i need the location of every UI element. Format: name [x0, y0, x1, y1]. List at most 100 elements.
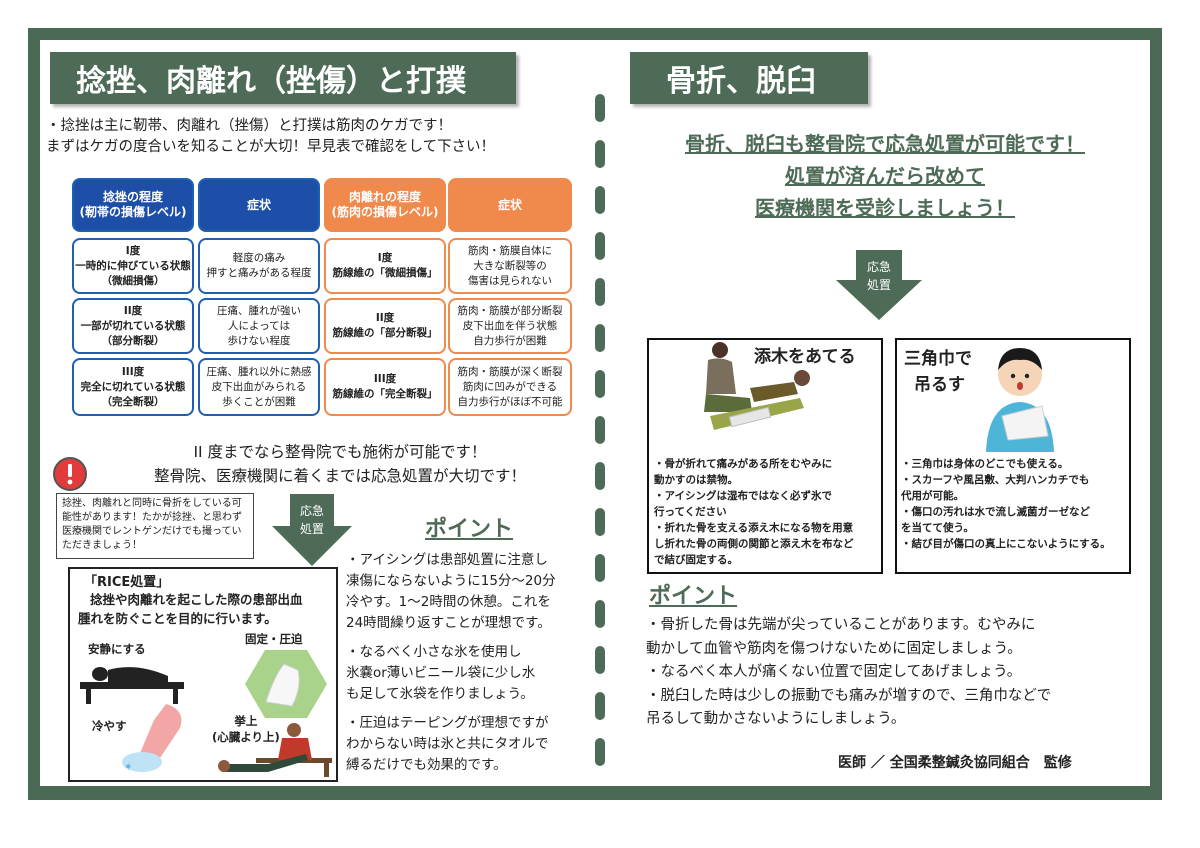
card-text-line: 吊るして動かさないようにしましょう。 — [646, 711, 906, 727]
table-cell: 筋肉・筋膜自体に大きな断裂等の傷害は見られない — [448, 238, 572, 294]
warning-icon — [53, 457, 87, 491]
table-cell: 筋肉・筋膜が部分断裂皮下出血を伴う状態自力歩行が困難 — [448, 298, 572, 354]
point-line: 縛るだけでも効果的です。 — [346, 757, 507, 773]
point-line: 24時間繰り返すことが理想です。 — [346, 615, 551, 631]
divider-dash — [595, 186, 605, 214]
divider-dash — [595, 508, 605, 536]
right-arrow-label: 応急 処置 — [836, 258, 922, 294]
right-point-list: ・骨折した骨は先端が尖っていることがあります。むやみに動かして血管や筋肉を傷つけ… — [646, 614, 1146, 732]
card-text-line: ・傷口の汚れは水で流し滅菌ガーゼなど — [901, 506, 1090, 518]
left-point-title: ポイント — [425, 517, 514, 542]
intro-line: まずはケガの度合いを知ることが大切！早見表で確認をして下さい！ — [46, 139, 496, 155]
sling-card-text: ・三角巾は身体のどこでも使える。・スカーフや風呂敷、大判ハンカチでも代用が可能。… — [901, 456, 1131, 552]
rice-description: 捻挫や肉離れを起こした際の患部出血 腫れを防ぐことを目的に行います。 — [78, 590, 338, 628]
divider-dash — [595, 94, 605, 122]
divider-dash — [595, 370, 605, 398]
table-header-cell: 肉離れの程度(筋肉の損傷レベル) — [324, 178, 446, 232]
card-text-line: 行ってください — [654, 506, 727, 518]
point-line: 氷嚢or薄いビニール袋に少し水 — [346, 665, 536, 681]
right-heading-line: 骨折、脱臼も整骨院で応急処置が可能です！ — [685, 132, 1085, 156]
table-header-cell: 症状 — [198, 178, 320, 232]
arrow-label-line: 応急 — [866, 260, 891, 274]
intro-line: ・捻挫は主に靭帯、肉離れ（挫傷）と打撲は筋肉のケガです！ — [46, 118, 452, 134]
splint-card-text: ・骨が折れて痛みがある所をむやみに動かすのは禁物。・アイシングは湿布ではなく必ず… — [654, 456, 882, 568]
sling-title-line: 吊るす — [914, 375, 965, 395]
divider-dash — [595, 324, 605, 352]
right-heading-line: 処置が済んだら改めて — [785, 164, 985, 188]
divider-dash — [595, 278, 605, 306]
left-intro: ・捻挫は主に靭帯、肉離れ（挫傷）と打撲は筋肉のケガです！ まずはケガの度合いを知… — [46, 116, 586, 158]
sling-card-title: 三角巾で 吊るす — [904, 346, 972, 398]
elevate-illustration — [218, 723, 332, 777]
card-text-line: し折れた骨の両側の関節と添え木を布など — [654, 538, 854, 550]
svg-text:✶: ✶ — [124, 762, 132, 773]
right-heading: 骨折、脱臼も整骨院で応急処置が可能です！ 処置が済んだら改めて 医療機関を受診し… — [620, 128, 1150, 224]
left-title-banner: 捻挫、肉離れ（挫傷）と打撲 — [50, 52, 516, 104]
right-heading-line: 医療機関を受診しましょう！ — [755, 196, 1015, 220]
card-text-line: ・結び目が傷口の真上にこないようにする。 — [901, 538, 1111, 550]
card-text-line: を当てて使う。 — [901, 522, 974, 534]
card-text-line: ・骨折した骨は先端が尖っていることがあります。むやみに — [646, 617, 1036, 633]
right-point-title: ポイント — [649, 584, 738, 609]
divider-dash — [595, 462, 605, 490]
point-line: 冷やす。1〜2時間の休憩。これを — [346, 594, 551, 610]
divider-dash — [595, 600, 605, 628]
rice-box — [68, 567, 338, 782]
card-text-line: で結び固定する。 — [654, 554, 738, 566]
table-header-cell: 症状 — [448, 178, 572, 232]
fracture-warning: 捻挫、肉離れと同時に骨折をしている可能性があります！たかが捻挫、と思わず医療機関… — [56, 493, 254, 559]
divider-dash — [595, 140, 605, 168]
table-header-cell: 捻挫の程度(靭帯の損傷レベル) — [72, 178, 194, 232]
card-text-line: ・アイシングは湿布ではなく必ず氷で — [654, 490, 832, 502]
card-text-line: ・スカーフや風呂敷、大判ハンカチでも — [901, 474, 1090, 486]
table-cell: I度筋線維の「微細損傷」 — [324, 238, 446, 294]
rice-title: 「RICE処置」 — [84, 575, 170, 590]
notice-line: 整骨院、医療機関に着くまでは応急処置が大切です！ — [153, 467, 526, 485]
card-text-line: 動かして血管や筋肉を傷つけないために固定しましょう。 — [646, 640, 1022, 657]
right-title: 骨折、脱臼 — [666, 64, 816, 99]
point-line: ・圧迫はテーピングが理想ですが — [346, 715, 549, 731]
sling-illustration — [986, 348, 1054, 452]
right-first-aid-arrow — [836, 250, 922, 320]
arrow-label-line: 処置 — [866, 278, 891, 292]
rice-rest-label: 安静にする — [88, 642, 146, 656]
card-text-line: 代用が可能。 — [901, 490, 964, 502]
arrow-label-line: 応急 — [299, 504, 324, 518]
left-point-list: ・アイシングは患部処置に注意し凍傷にならないように15分〜20分冷やす。1〜2時… — [346, 550, 591, 784]
table-cell: III度完全に切れている状態（完全断裂） — [72, 358, 194, 416]
point-line: わからない時は氷と共にタオルで — [346, 736, 549, 752]
rice-ice-label: 冷やす — [92, 719, 127, 733]
point-line: 凍傷にならないように15分〜20分 — [346, 573, 556, 589]
card-text-line: ・なるべく本人が痛くない位置で固定してあげましょう。 — [646, 664, 1022, 680]
divider-dash — [595, 646, 605, 674]
rice-desc-line: 捻挫や肉離れを起こした際の患部出血 — [90, 592, 303, 607]
supervision-credit: 医師 ／ 全国柔整鍼灸協同組合 監修 — [838, 755, 1072, 771]
ice-leg-illustration: ✶ — [122, 704, 182, 773]
left-title: 捻挫、肉離れ（挫傷）と打撲 — [76, 64, 466, 99]
divider-dash — [595, 554, 605, 582]
point-line: ・なるべく小さな氷を使用し — [346, 644, 522, 660]
card-text-line: ・脱臼した時は少しの振動でも痛みが増すので、三角巾などで — [646, 687, 1052, 704]
divider-dash — [595, 416, 605, 444]
point-line: ・アイシングは患部処置に注意し — [346, 552, 548, 568]
compress-hexagon-illustration — [245, 650, 327, 718]
rice-desc-line: 腫れを防ぐことを目的に行います。 — [78, 611, 277, 626]
table-cell: II度筋線維の「部分断裂」 — [324, 298, 446, 354]
point-line: も足して氷袋を作りましょう。 — [346, 686, 534, 702]
card-text-line: ・骨が折れて痛みがある所をむやみに — [654, 458, 833, 470]
rice-elevate-label: 挙上 (心臓より上) — [212, 714, 280, 744]
divider-dash — [595, 738, 605, 766]
card-text-line: ・折れた骨を支える添え木になる物を用意 — [654, 522, 854, 534]
card-text-line: 動かすのは禁物。 — [654, 474, 738, 486]
table-cell: 筋肉・筋膜が深く断裂筋肉に凹みができる自力歩行がほぼ不可能 — [448, 358, 572, 416]
notice-line: II 度までなら整骨院でも施術が可能です！ — [193, 443, 487, 461]
sling-title-line: 三角巾で — [904, 349, 972, 369]
divider-dash — [595, 232, 605, 260]
table-cell: 圧痛、腫れが強い人によっては歩けない程度 — [198, 298, 320, 354]
point-item: ・なるべく小さな氷を使用し氷嚢or薄いビニール袋に少し水も足して氷袋を作りましょ… — [346, 642, 591, 705]
splint-card — [647, 338, 883, 574]
first-aid-arrow — [272, 494, 352, 566]
divider-dash — [595, 692, 605, 720]
first-aid-arrow-label: 応急 処置 — [272, 502, 352, 538]
splint-illustration — [704, 342, 810, 430]
